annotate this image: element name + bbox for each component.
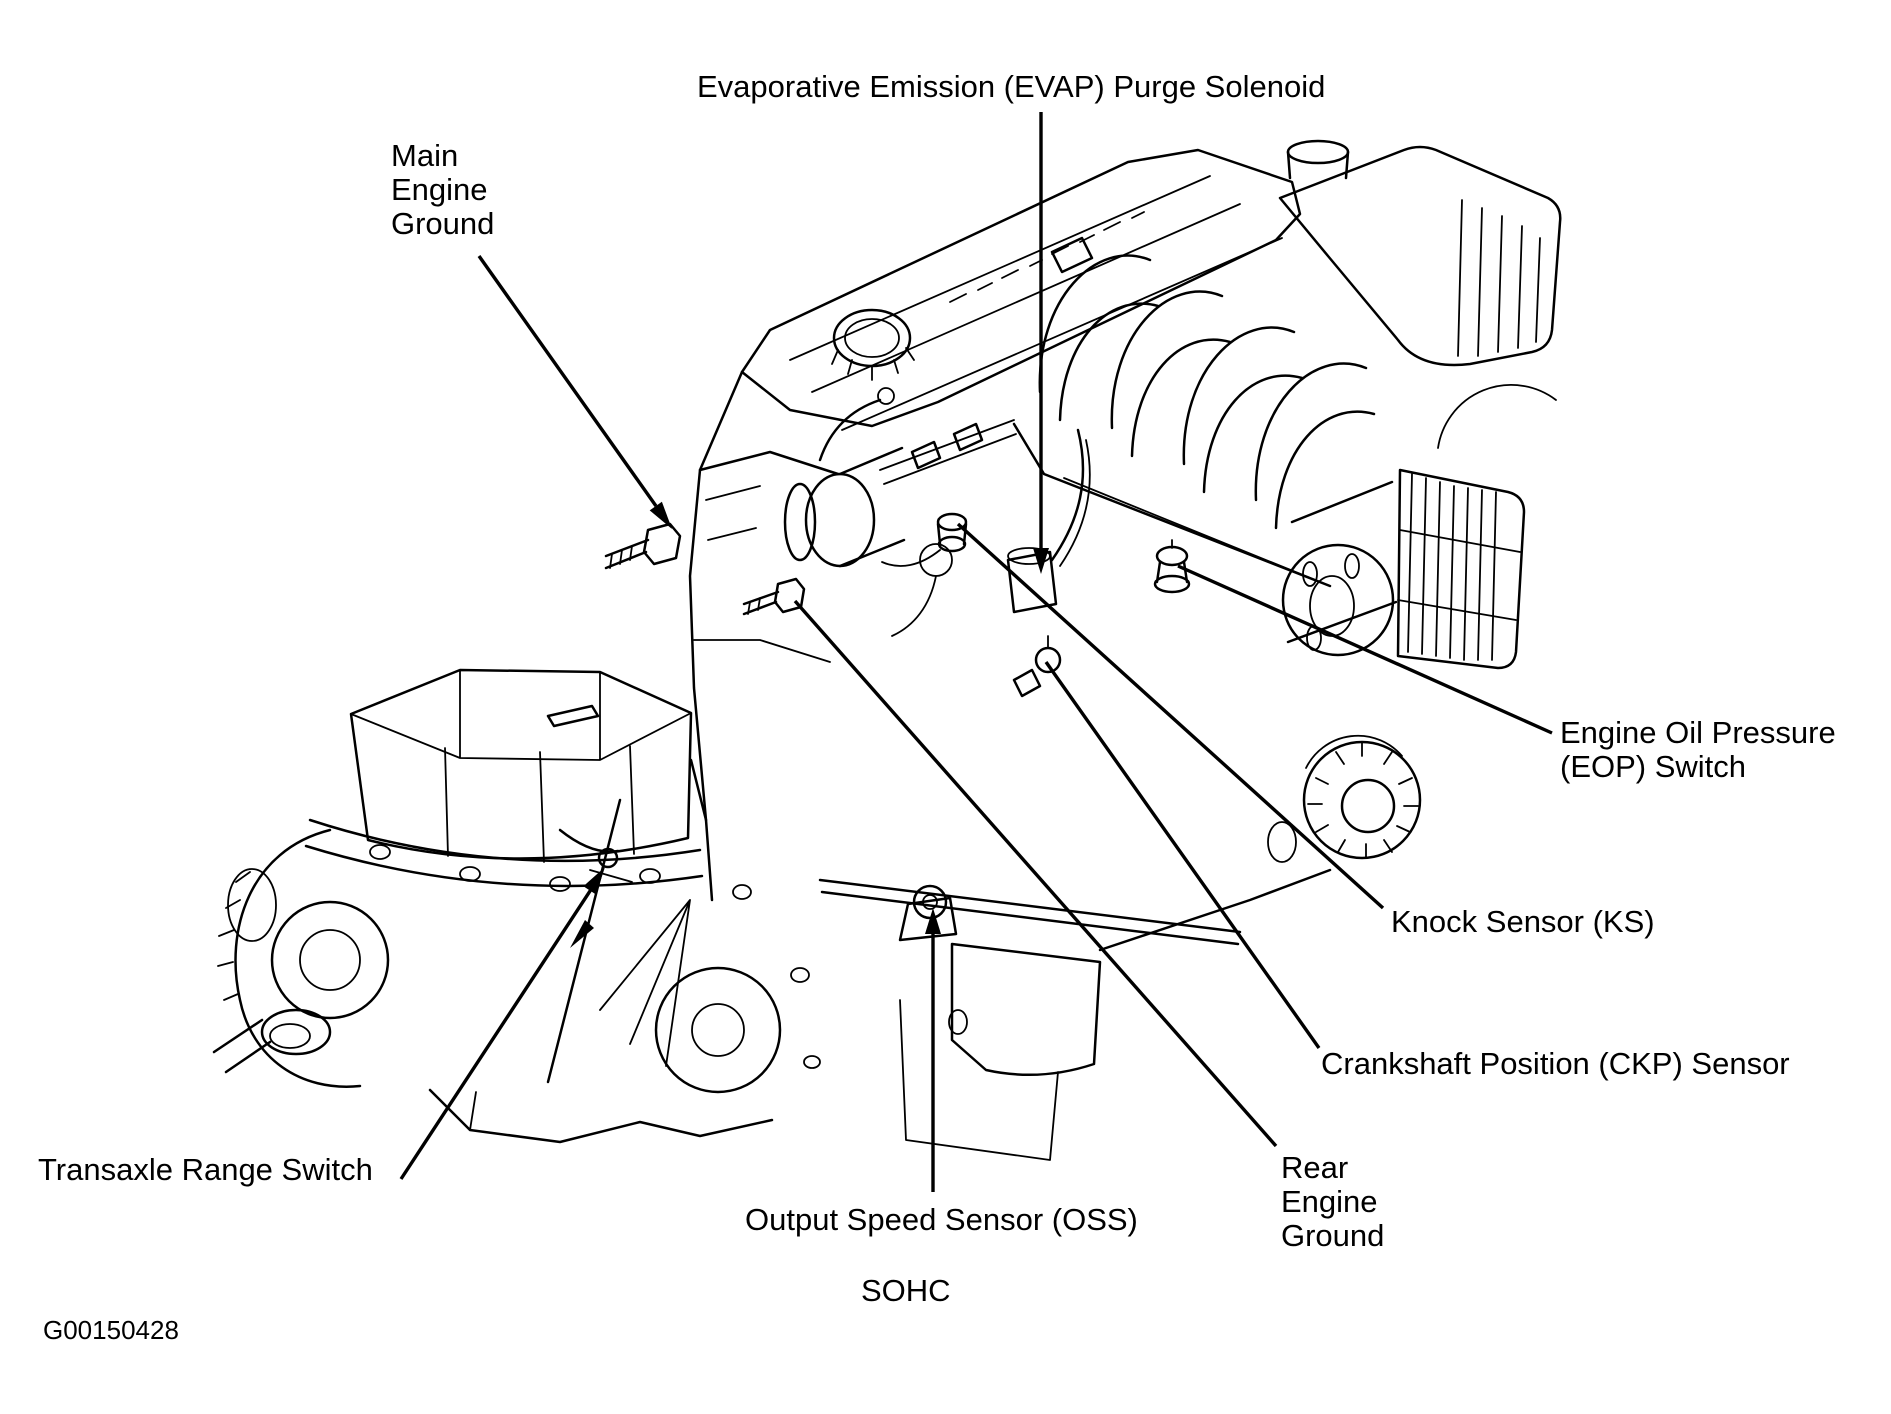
evap-arrowhead [1033, 548, 1049, 574]
case-detail-arrow [570, 920, 594, 948]
callout-crankshaft-position-sensor: Crankshaft Position (CKP) Sensor [1321, 1046, 1790, 1081]
engine-type-caption: SOHC [861, 1273, 951, 1308]
eop-switch-part [1153, 539, 1191, 594]
transaxle-valve-body-cover [304, 668, 704, 892]
trs-arrowhead [583, 867, 605, 895]
main-ground-arrowhead [649, 501, 672, 529]
callout-transaxle-range-switch: Transaxle Range Switch [38, 1152, 373, 1187]
leader-rear-ground [793, 599, 1278, 1148]
callout-evap-purge-solenoid: Evaporative Emission (EVAP) Purge Soleno… [697, 69, 1326, 104]
valve-cover [740, 148, 1302, 431]
callout-main-engine-ground: Main Engine Ground [391, 138, 495, 241]
leader-main-ground [477, 255, 658, 507]
callout-engine-oil-pressure-switch: Engine Oil Pressure (EOP) Switch [1560, 715, 1836, 784]
transaxle-range-switch-part [558, 828, 633, 883]
alternator [1281, 468, 1526, 670]
callout-output-speed-sensor: Output Speed Sensor (OSS) [745, 1202, 1138, 1237]
evap-purge-solenoid-part [1006, 428, 1091, 614]
main-ground-stud [604, 522, 682, 570]
differential-housing [212, 828, 390, 1088]
callout-rear-engine-ground: Rear Engine Ground [1281, 1150, 1385, 1253]
engine-block-details [688, 370, 1332, 952]
knock-sensor-part [881, 512, 968, 567]
leader-knock [956, 522, 1385, 910]
leader-trs [399, 887, 594, 1180]
crank-pulley [1302, 734, 1422, 860]
bellhousing [428, 758, 821, 1144]
figure-id-code: G00150428 [43, 1315, 179, 1345]
callout-knock-sensor: Knock Sensor (KS) [1391, 904, 1655, 939]
leader-ckp [1044, 661, 1321, 1049]
oil-pan [818, 878, 1242, 1161]
throttle-body [783, 419, 1017, 568]
oss-arrowhead [925, 908, 941, 934]
rear-ground-stud [742, 577, 806, 616]
leader-lines [399, 112, 1553, 1192]
ckp-sensor-part [1012, 635, 1062, 698]
leader-eop [1177, 564, 1553, 735]
intake-runners [1012, 254, 1376, 588]
air-cleaner-housing [1278, 139, 1562, 449]
